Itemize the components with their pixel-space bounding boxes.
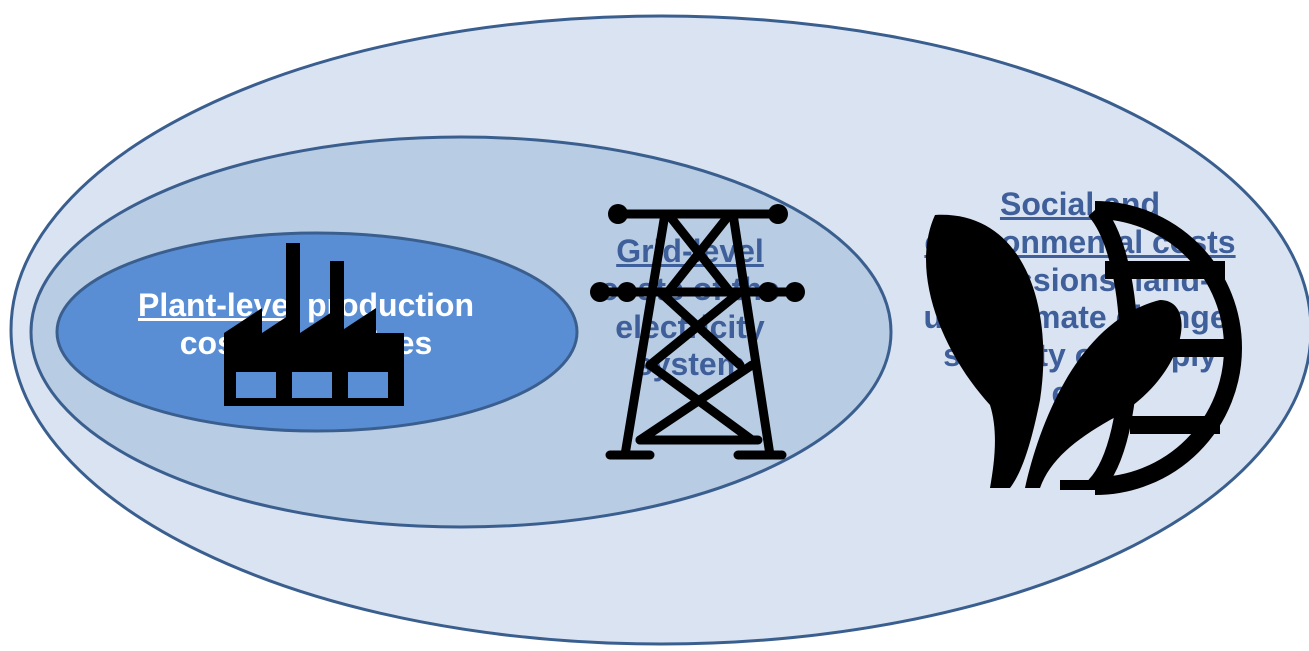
factory-icon [224,243,404,406]
plant-title: Plant-level [137,287,299,323]
globe-leaf-icon [926,201,1242,495]
tower-insulators [590,204,805,302]
transmission-tower-icon [595,209,800,460]
